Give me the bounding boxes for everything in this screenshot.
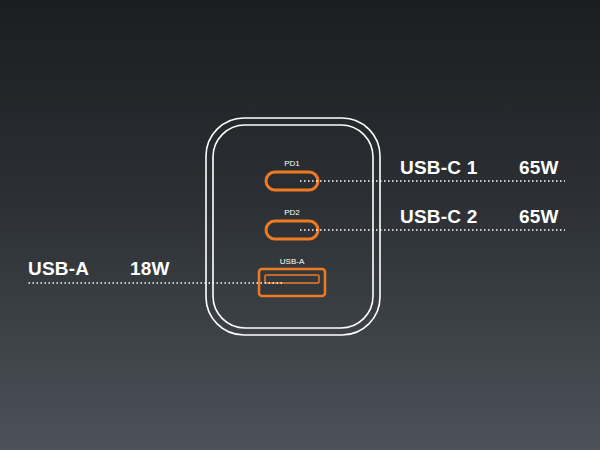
charger-outline [206,118,380,335]
power-rating: 18W [130,259,170,278]
leader-line [28,282,282,284]
usb-c-port [266,172,318,190]
power-rating: 65W [519,207,559,226]
port-label: PD2 [284,209,300,217]
port-name: USB-C 1 [400,158,477,177]
port-name: USB-C 2 [400,207,477,226]
port-label: USB-A [280,258,304,266]
usb-a-tongue [265,275,319,283]
usb-c-port [266,221,318,239]
port-label: PD1 [284,160,300,168]
power-rating: 65W [519,158,559,177]
leader-line [300,180,565,182]
leader-line [300,229,565,231]
charger-face [213,125,373,328]
port-name: USB-A [28,259,89,278]
